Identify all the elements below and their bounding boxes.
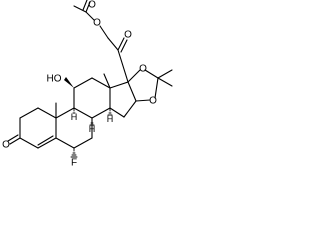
acetonide-ring <box>127 69 173 102</box>
c20-ketone-oxygen-label: O <box>124 30 132 41</box>
fluorine-label: F <box>71 158 77 169</box>
ring-b <box>55 102 93 149</box>
hydrogen-hash-bonds <box>72 107 113 126</box>
h-c9-label: H <box>71 112 78 122</box>
c3-ketone-oxygen-label: O <box>2 140 10 151</box>
fluorine-hash-bond <box>70 147 78 158</box>
ring-c <box>73 73 111 119</box>
side-chain <box>73 0 129 83</box>
acetyl-carbonyl-oxygen-label: O <box>88 0 96 11</box>
dioxolane-oxygen-upper-label: O <box>139 64 147 75</box>
ring-a <box>7 107 57 149</box>
ester-oxygen-label: O <box>93 18 101 29</box>
hydroxyl-label: HO <box>47 74 62 85</box>
ring-d <box>109 81 137 118</box>
h-c14-label: H <box>107 114 114 124</box>
h-c8-label: H <box>89 124 96 134</box>
hydroxyl-wedge <box>64 77 74 88</box>
dioxolane-oxygen-lower-label: O <box>149 96 157 107</box>
steroid-structure-diagram: O O O HO H H H O O O F <box>2 0 173 169</box>
